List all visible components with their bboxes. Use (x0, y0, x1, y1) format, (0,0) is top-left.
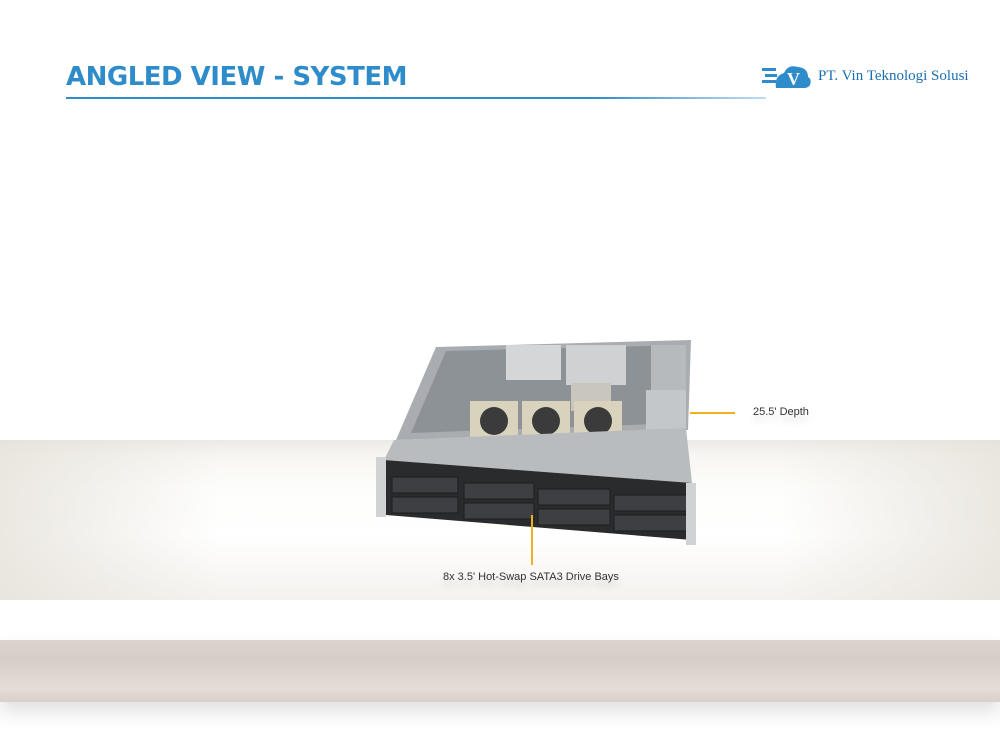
callout-depth-label: 25.5' Depth (753, 406, 809, 418)
callout-drive-bays-label: 8x 3.5' Hot-Swap SATA3 Drive Bays (443, 571, 619, 583)
server-chassis-image (366, 335, 696, 550)
callout-line-depth (690, 412, 735, 414)
background-band-bottom (0, 640, 1000, 702)
company-logo: V PT. Vin Teknologi Solusi (762, 62, 969, 90)
company-name: PT. Vin Teknologi Solusi (818, 67, 969, 84)
callout-line-drive-bays (531, 515, 533, 565)
svg-text:V: V (787, 69, 800, 89)
title-underline (66, 97, 766, 99)
cloud-v-logo-icon: V (762, 62, 812, 90)
slide-title: ANGLED VIEW - SYSTEM (66, 62, 407, 92)
